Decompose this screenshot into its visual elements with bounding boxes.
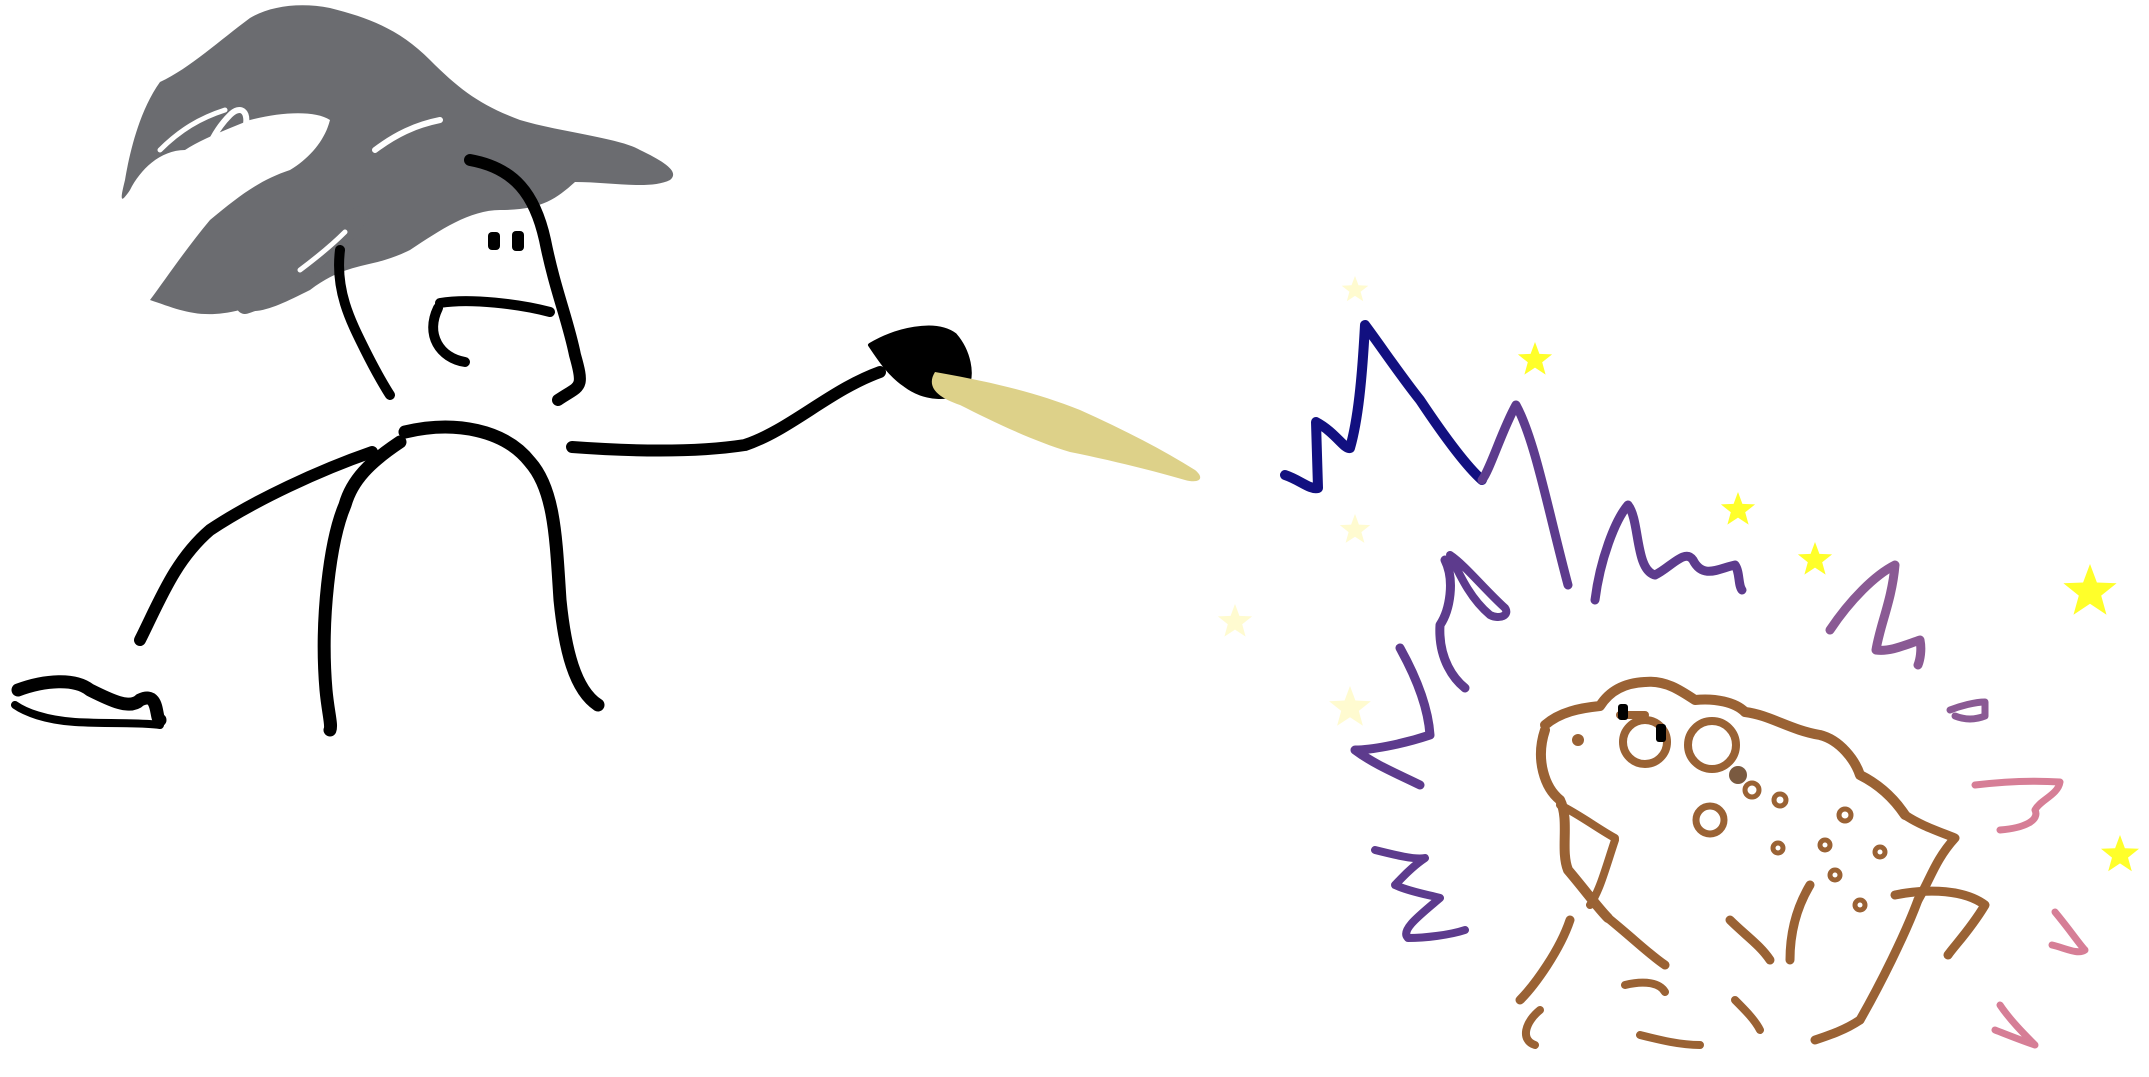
sparkle-stars	[1217, 276, 2139, 872]
sparkle-star-icon	[1341, 276, 1369, 302]
sparkle-star-icon	[1720, 492, 1756, 525]
sparkle-star-icon	[2101, 835, 2139, 872]
sparkle-star-icon	[1517, 342, 1553, 375]
toad-eyes	[1572, 704, 1747, 784]
sparkle-star-icon	[1797, 542, 1833, 575]
sparkle-star-icon	[1339, 514, 1371, 543]
wizard-eye-left	[488, 232, 500, 250]
sparkle-star-icon	[1329, 686, 1371, 726]
magic-zigzags	[1280, 320, 2089, 1049]
wizard-hat	[121, 5, 674, 315]
sparkle-star-icon	[2063, 564, 2117, 615]
sparkle-star-icon	[1217, 604, 1253, 637]
toad	[1515, 676, 1990, 1049]
magic-wand	[931, 372, 1201, 482]
wizard-eye-right	[512, 231, 524, 251]
wizard-figure	[11, 154, 972, 737]
